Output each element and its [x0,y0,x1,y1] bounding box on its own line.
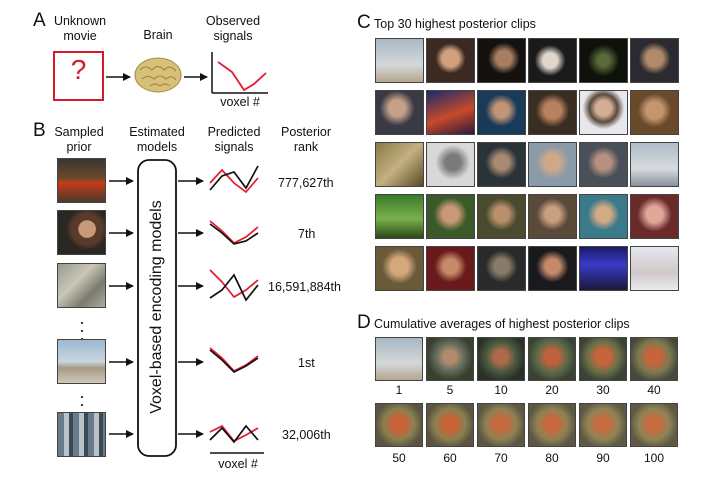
rank-4: 1st [298,356,315,370]
top-clips-grid [375,38,685,298]
predicted-plot-2 [209,220,259,245]
average-clip [579,337,627,381]
average-clip [426,403,474,447]
prior-clip-4 [57,339,106,384]
unknown-movie-box [53,51,104,101]
top-clip [579,142,628,187]
top-clip [579,246,628,291]
average-clip [477,403,525,447]
panel-a-xaxis-label: voxel # [220,95,260,109]
top-clip [426,246,475,291]
average-clip [528,337,576,381]
average-count: 30 [596,383,610,397]
panel-letter-b: B [33,120,46,141]
prior-clip-5 [57,412,106,457]
top-clip [477,194,526,239]
top-clip [426,90,475,135]
top-clip [579,194,628,239]
average-count: 80 [545,451,559,465]
observed-signal-plot [211,52,268,94]
average-clip [630,403,678,447]
average-clip [375,337,423,381]
rank-3: 16,591,884th [268,280,341,294]
predicted-plot-5 [209,424,259,444]
average-clip [426,337,474,381]
average-clip [630,337,678,381]
average-clip [579,403,627,447]
predicted-plot-3 [209,269,259,302]
average-count: 50 [392,451,406,465]
encoding-models-label: Voxel-based encoding models [148,200,165,414]
average-count: 90 [596,451,610,465]
top-clip [477,246,526,291]
top-clip [375,246,424,291]
average-count: 70 [494,451,508,465]
top-clip [630,142,679,187]
panel-d-title: Cumulative averages of highest posterior… [374,317,630,331]
rank-1: 777,627th [278,176,334,190]
top-clip [426,194,475,239]
prior-clip-2 [57,210,106,255]
top-clip [579,38,628,83]
predicted-plot-1 [209,165,259,194]
top-clip [477,38,526,83]
average-clip [477,337,525,381]
top-clip [528,246,577,291]
panel-c-title: Top 30 highest posterior clips [374,17,536,31]
unknown-movie-question-mark: ? [70,54,87,85]
average-count: 40 [647,383,661,397]
top-clip [477,142,526,187]
top-clip [630,90,679,135]
panel-letter-a: A [33,10,46,31]
cumulative-averages: 1 5 10 20 30 40 50 60 70 80 90 100 [375,337,685,477]
average-clip [375,403,423,447]
average-count: 20 [545,383,559,397]
average-count: 100 [643,451,665,465]
top-clip [528,194,577,239]
top-clip [528,90,577,135]
top-clip [528,142,577,187]
average-clip [528,403,576,447]
top-clip [579,90,628,135]
top-clip [630,246,679,291]
brain-icon [134,57,182,93]
rank-5: 32,006th [282,428,331,442]
top-clip [477,90,526,135]
panel-letter-d: D [357,312,371,333]
top-clip [426,142,475,187]
ellipsis-dots-1: ··· [79,312,85,348]
average-count: 5 [446,383,454,397]
rank-2: 7th [298,227,316,241]
top-clip [630,38,679,83]
panel-letter-c: C [357,12,371,33]
prior-clip-1 [57,158,106,203]
average-count: 60 [443,451,457,465]
top-clip [426,38,475,83]
top-clip [375,194,424,239]
encoding-models-box [137,159,177,457]
predicted-signal-plots [209,165,259,444]
average-count: 10 [494,383,508,397]
prior-clip-3 [57,263,106,308]
brain-label: Brain [143,28,173,42]
top-clip [375,38,424,83]
top-clip [375,90,424,135]
predicted-plot-4 [209,347,259,374]
average-count: 1 [395,383,403,397]
top-clip [528,38,577,83]
prior-arrows [109,177,204,438]
top-clip [630,194,679,239]
top-clip [375,142,424,187]
panel-b-xaxis-label: voxel # [218,457,258,471]
